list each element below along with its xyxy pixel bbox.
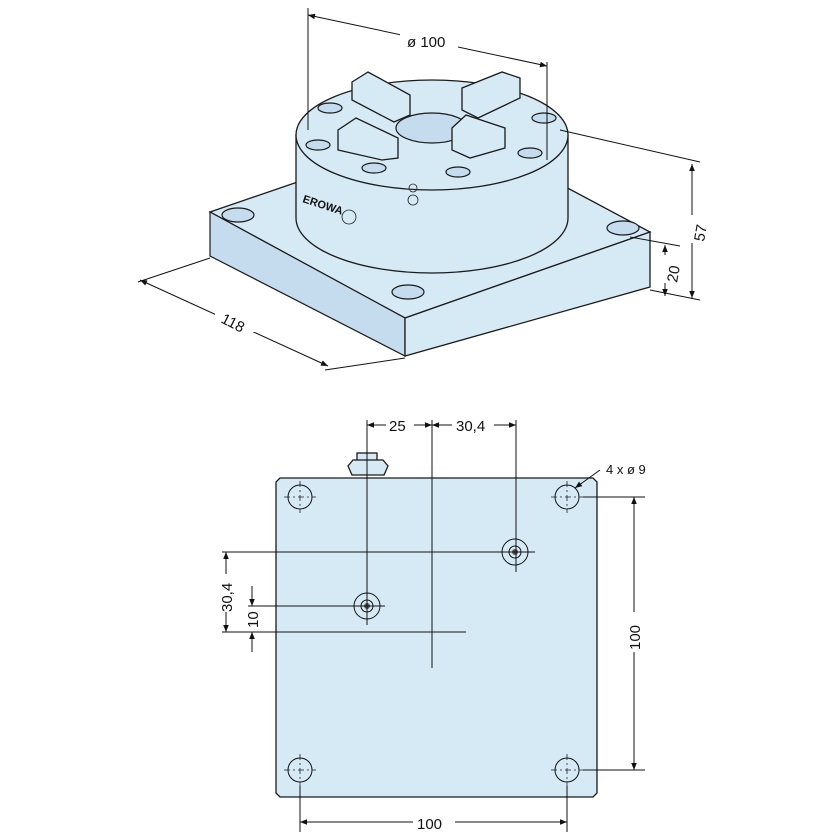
diameter-label: ø 100 — [407, 34, 445, 51]
total-height-label: 57 — [691, 223, 711, 242]
mounting-hole — [391, 284, 425, 300]
offset-y-2-label: 10 — [245, 611, 262, 628]
bottom-view: 25 30,4 4 x ø 9 30,4 10 100 100 — [216, 416, 646, 833]
chuck-body: EROWA — [295, 71, 569, 274]
offset-x-1-label: 25 — [389, 418, 406, 435]
offset-x-2-label: 30,4 — [456, 418, 485, 435]
corner-holes — [284, 481, 583, 786]
clamping-jaw — [337, 71, 521, 161]
hole-pitch-horizontal-label: 100 — [417, 816, 442, 833]
isometric-view: EROWA ø 100 57 20 — [137, 8, 711, 371]
plate-width-dimension: 118 — [137, 257, 406, 371]
nut — [347, 452, 389, 476]
mounting-hole — [606, 220, 640, 236]
plate-height-label: 20 — [664, 264, 684, 283]
diameter-dimension: ø 100 — [307, 8, 548, 160]
brand-emblem-icon — [341, 209, 357, 225]
mounting-hole — [221, 207, 255, 223]
plate-outline — [275, 477, 598, 798]
height-dimensions: 57 20 — [559, 129, 711, 301]
hole-pitch-vertical-label: 100 — [627, 625, 644, 650]
offset-y-1-label: 30,4 — [219, 583, 236, 612]
hole-callout-label: 4 x ø 9 — [606, 462, 646, 477]
